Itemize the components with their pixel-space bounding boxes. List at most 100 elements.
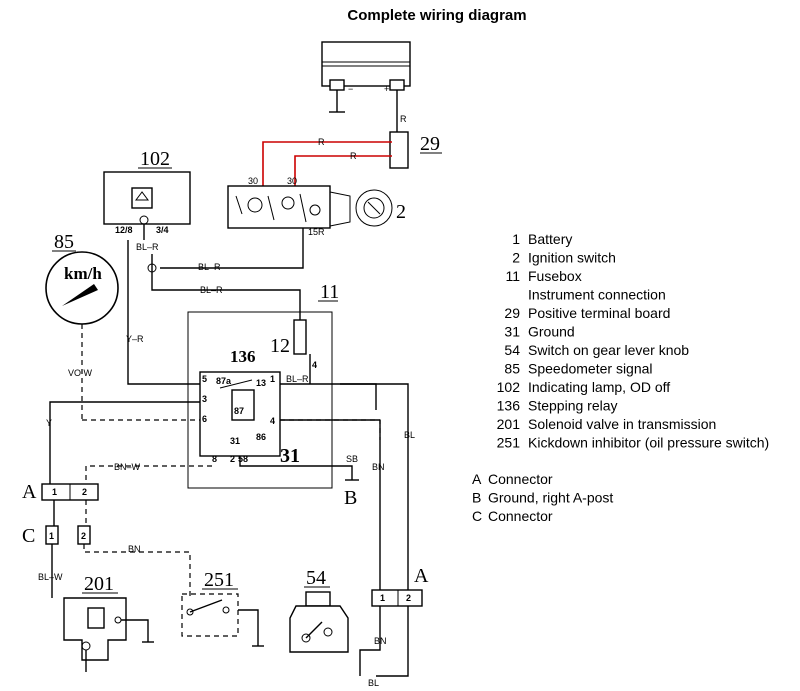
legend-letter-text: Connector	[488, 471, 553, 487]
wire-label-bn-1: BN	[372, 462, 385, 472]
legend-text: Indicating lamp, OD off	[528, 379, 670, 395]
wire-label-bl-r-4: BL–R	[286, 374, 309, 384]
relay-pin-87: 87	[234, 406, 244, 416]
wire-bl	[340, 383, 409, 590]
ign-terminal-30a: 30	[248, 176, 258, 186]
legend-number: 1	[512, 231, 520, 247]
od-pin-3-4: 3/4	[156, 225, 169, 235]
legend-text: Stepping relay	[528, 398, 618, 414]
ground-pin-4: 4	[312, 360, 317, 370]
wire-label-bn-w: BN–W	[114, 462, 141, 472]
gear-lever-switch: 54	[289, 567, 349, 653]
legend-number: 201	[497, 416, 521, 432]
conn-c-pin-1: 1	[49, 531, 54, 541]
wire-label-r-1: R	[318, 137, 325, 147]
stepping-relay: 5 1 3 6 4 8 2 87a 87 13 31 86 58	[199, 371, 281, 464]
relay-pin-1: 1	[270, 374, 275, 384]
battery-plus: +	[384, 84, 389, 94]
wire-label-bn-3: BN	[374, 636, 387, 646]
legend-text: Fusebox	[528, 268, 582, 284]
legend-letter-text: Ground, right A-post	[488, 490, 613, 506]
relay-enclosure	[187, 311, 333, 489]
legend-number: 11	[505, 268, 520, 284]
wire-y	[49, 401, 200, 484]
relay-pin-5: 5	[202, 374, 207, 384]
wire-bl-bottom	[376, 606, 409, 677]
label-a-left: A	[22, 481, 37, 503]
connector-c: C 1 2	[22, 525, 91, 547]
label-29: 29	[420, 133, 440, 155]
wire-kickdown-ground	[238, 609, 259, 646]
wire-label-bl-w: BL–W	[38, 572, 63, 582]
ign-terminal-15r: 15R	[308, 227, 325, 237]
wire-label-vo-w: VO W	[68, 368, 93, 378]
relay-pin-6: 6	[202, 414, 207, 424]
legend-text: Positive terminal board	[528, 305, 670, 321]
conn-a-right-pin-1: 1	[380, 593, 385, 603]
label-12: 12	[270, 335, 290, 357]
ign-terminal-30b: 30	[287, 176, 297, 186]
wire-bn-bottom	[359, 606, 381, 676]
label-2: 2	[396, 201, 406, 223]
wire-label-bl-2: BL	[368, 678, 379, 688]
speedometer: 85 km/h	[45, 231, 119, 325]
conn-a-left-pin-1: 1	[52, 487, 57, 497]
legend-text: Ground	[528, 324, 575, 340]
legend-number: 251	[497, 435, 521, 451]
legend-text: Speedometer signal	[528, 361, 653, 377]
kickdown-inhibitor: 251	[181, 569, 239, 637]
legend-letter-text: Connector	[488, 508, 553, 524]
conn-a-right-pin-2: 2	[406, 593, 411, 603]
wire-red-2	[294, 155, 392, 186]
relay-pin-8: 8	[212, 454, 217, 464]
label-a-right: A	[414, 565, 429, 587]
relay-pin-2: 2	[230, 454, 235, 464]
legend-number: 2	[512, 250, 520, 266]
wire-red-1	[262, 141, 392, 186]
relay-pin-87a: 87a	[216, 376, 232, 386]
conn-c-pin-2: 2	[81, 531, 86, 541]
ignition-switch: 30 30 15R 2	[227, 176, 406, 237]
battery-minus: −	[348, 84, 353, 94]
label-31: 31	[280, 445, 300, 467]
wire-label-y-r: Y–R	[126, 334, 144, 344]
label-201: 201	[84, 573, 114, 595]
wire-bn-kickdown	[83, 544, 191, 598]
label-136: 136	[230, 347, 256, 366]
label-b: B	[344, 487, 357, 509]
legend-letter: C	[472, 508, 482, 524]
label-11: 11	[320, 281, 339, 303]
connector-a-right: A 1 2	[371, 565, 429, 607]
wire-bl-r-relay	[151, 254, 301, 308]
legend-number: 136	[497, 398, 521, 414]
wire-label-sb: SB	[346, 454, 358, 464]
conn-a-left-pin-2: 2	[82, 487, 87, 497]
speedometer-unit: km/h	[64, 264, 102, 283]
label-54: 54	[306, 567, 326, 589]
legend-number: 31	[504, 324, 520, 340]
wire-solenoid-ground	[121, 619, 149, 642]
wire-label-bl-r-od: BL–R	[136, 242, 159, 252]
legend-letter: A	[472, 471, 482, 487]
label-85: 85	[54, 231, 74, 253]
legend-letter: B	[472, 490, 481, 506]
wire-label-bl-r-3: BL–R	[200, 285, 223, 295]
od-pin-12-8: 12/8	[115, 225, 133, 235]
wire-label-bl-r-2: BL–R	[198, 262, 221, 272]
legend-number: 102	[497, 379, 521, 395]
solenoid-valve: 201	[63, 573, 127, 661]
wire-label-y: Y	[46, 418, 52, 428]
wire-bn-w	[85, 465, 212, 484]
relay-pin-13: 13	[256, 378, 266, 388]
diagram-title: Complete wiring diagram	[347, 7, 526, 24]
relay-pin-31: 31	[230, 436, 240, 446]
label-c: C	[22, 525, 35, 547]
wire-relay-out	[280, 383, 377, 410]
legend-text: Switch on gear lever knob	[528, 342, 689, 358]
connector-a-left: A 1 2	[22, 481, 99, 503]
wire-label-r-battery: R	[400, 114, 407, 124]
relay-pin-86: 86	[256, 432, 266, 442]
wire-label-bl-1: BL	[404, 430, 415, 440]
